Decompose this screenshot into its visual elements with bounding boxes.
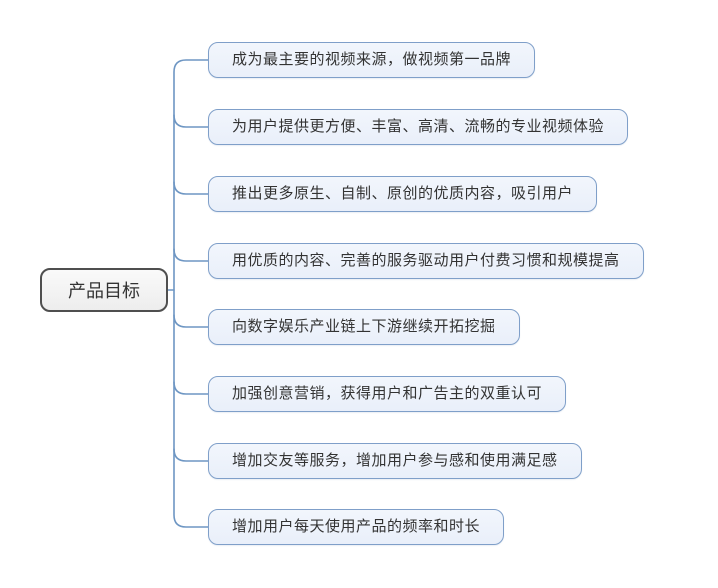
branch-line-5 [173, 314, 209, 328]
branch-line-4 [173, 248, 209, 262]
child-node-8[interactable]: 增加用户每天使用产品的频率和时长 [208, 509, 505, 545]
branch-line-3 [173, 181, 209, 195]
child-node-4[interactable]: 用优质的内容、完善的服务驱动用户付费习惯和规模提高 [208, 243, 644, 279]
child-node-2[interactable]: 为用户提供更方便、丰富、高清、流畅的专业视频体验 [208, 109, 629, 145]
child-node-1[interactable]: 成为最主要的视频来源，做视频第一品牌 [208, 42, 536, 78]
trunk-line [173, 59, 209, 528]
branch-line-2 [173, 114, 209, 128]
child-node-3[interactable]: 推出更多原生、自制、原创的优质内容，吸引用户 [208, 176, 598, 212]
child-node-6[interactable]: 加强创意营销，获得用户和广告主的双重认可 [208, 376, 567, 412]
child-node-5[interactable]: 向数字娱乐产业链上下游继续开拓挖掘 [208, 309, 520, 345]
branch-line-6 [173, 381, 209, 395]
branch-line-7 [173, 448, 209, 462]
child-node-7[interactable]: 增加交友等服务，增加用户参与感和使用满足感 [208, 443, 582, 479]
root-node[interactable]: 产品目标 [40, 268, 168, 312]
